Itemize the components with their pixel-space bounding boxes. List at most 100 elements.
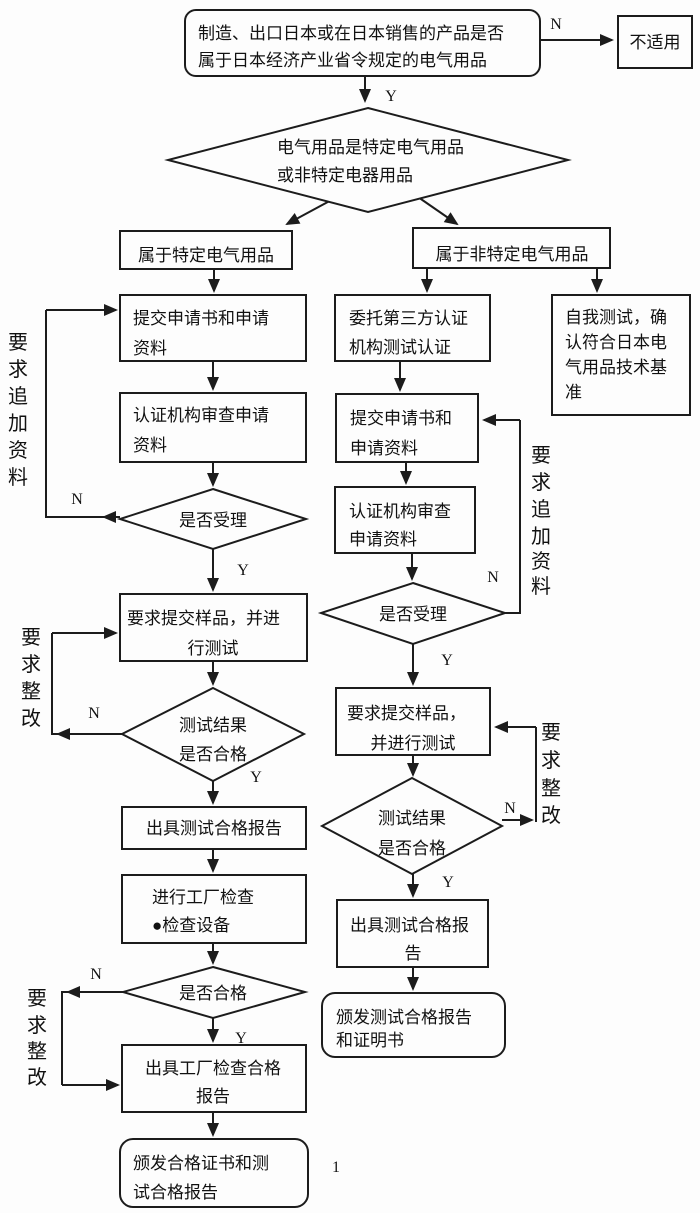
label-y-start: Y [385,88,397,105]
m-test-result-decision [319,776,505,876]
l-accepted-label: 是否受理 [179,511,247,530]
specified-node [119,230,293,270]
m-review-node [334,486,476,554]
m-sample-line2: 并进行测试 [371,734,456,753]
label-request-more-left-char2: 求 [8,358,28,381]
l-sample-line1: 要求提交样品，并进 [127,609,280,628]
label-request-more-left: 要 求 追 加 资 料 [8,332,28,489]
label-rectify-left2-char3: 整 [27,1040,47,1063]
label-request-more-right-char4: 加 [531,525,551,548]
label-n-m-accepted: N [487,569,499,586]
r-self-test-line1: 自我测试，确 [565,308,667,327]
m-test-report-line1: 出具测试合格报 [350,916,469,935]
label-y-l-accepted: Y [237,562,249,579]
not-applicable-label: 不适用 [630,33,681,52]
label-rectify-left1-char3: 整 [21,680,41,703]
l-factory-report-line1: 出具工厂检查合格 [145,1059,281,1078]
l-submit-line2: 资料 [133,339,167,358]
connectors [45,34,614,1137]
label-request-more-left-char3: 追 [8,385,28,408]
l-factory-check-node [121,874,307,944]
label-y-l-test-result: Y [250,769,262,786]
label-rectify-right-char2: 求 [541,749,561,772]
label-y-l-factory-pass: Y [235,1030,247,1047]
l-factory-report-line2: 报告 [196,1087,230,1106]
feedback-left-rectify2-line [61,991,123,1085]
label-n-l-accepted: N [71,491,83,508]
decision-product-type-line2: 或非特定电器用品 [277,166,413,185]
m-delegate-node [334,294,491,362]
branch-labels: N Y N Y N Y N Y N Y N Y [71,16,562,1047]
label-rectify-right-char3: 整 [541,777,561,800]
label-rectify-left-1: 要 求 整 改 [21,627,41,730]
l-test-result-line1: 测试结果 [179,716,247,735]
label-rectify-left1-char4: 改 [21,707,41,730]
m-delegate-line1: 委托第三方认证 [349,309,468,328]
decision-product-type-line1: 电气用品是特定电气用品 [277,138,464,157]
label-rectify-left1-char1: 要 [21,627,41,649]
label-rectify-left2-char1: 要 [27,988,47,1010]
m-test-result-line1: 测试结果 [378,809,446,828]
m-issue-cert-node [321,992,506,1058]
r-self-test-line4: 准 [565,383,582,402]
m-delegate-line2: 机构测试认证 [349,338,451,357]
non-specified-node [412,227,611,269]
label-request-more-left-char4: 加 [8,412,28,435]
label-y-m-accepted: Y [441,652,453,669]
m-issue-cert-line1: 颁发测试合格报告 [336,1008,472,1027]
feedback-left-rectify1-arrowhead [56,728,70,740]
l-factory-report-node [121,1044,307,1113]
m-sample-node [335,687,491,756]
decision-product-type [164,106,572,214]
l-review-line2: 资料 [133,436,167,455]
specified-label: 属于特定电气用品 [138,246,274,265]
label-rectify-right-char1: 要 [541,722,561,744]
label-request-more-left-char6: 料 [8,466,28,489]
l-issue-cert-line2: 试合格报告 [133,1183,218,1202]
page-number: 1 [332,1159,340,1176]
l-issue-cert-node [119,1138,309,1208]
r-self-test-line2: 认符合日本电 [565,333,667,352]
l-submit-node [119,294,307,362]
non-specified-label: 属于非特定电气用品 [436,245,589,264]
label-request-more-left-char5: 资 [8,439,28,462]
l-test-result-decision [119,686,307,783]
m-review-line2: 申请资料 [349,530,417,549]
l-sample-node [119,593,308,662]
side-labels: 要 求 追 加 资 料 要 求 整 改 要 求 整 改 要 求 追 加 资 料 [8,332,561,1089]
feedback-left-request-more-line [45,310,120,518]
feedback-left-request-more-arrowhead [102,511,116,523]
start-node-line2: 属于日本经济产业省令规定的电气用品 [198,51,487,70]
l-factory-pass-label: 是否合格 [179,984,247,1003]
label-rectify-left2-char2: 求 [27,1014,47,1037]
label-n-l-factory-pass: N [90,966,102,983]
l-factory-check-line1: 进行工厂检查 [152,888,254,907]
start-node-line1: 制造、出口日本或在日本销售的产品是否 [198,24,504,43]
l-test-report-node [121,806,307,850]
label-n-start: N [550,16,562,33]
label-request-more-left-char1: 要 [8,332,28,354]
m-submit-node [335,393,479,463]
m-submit-line1: 提交申请书和 [350,409,452,428]
label-rectify-left-2: 要 求 整 改 [27,988,47,1089]
m-issue-cert-line2: 和证明书 [336,1031,404,1050]
m-test-result-line2: 是否合格 [378,839,446,858]
l-issue-cert-line1: 颁发合格证书和测 [133,1154,269,1173]
m-sample-line1: 要求提交样品， [347,704,466,723]
m-test-report-line2: 告 [405,944,422,963]
r-self-test-line3: 气用品技术基 [565,358,667,377]
feedback-left-rectify1-line [51,633,122,735]
l-test-result-line2: 是否合格 [179,745,247,764]
arrow-decision-to-non-specified [417,196,459,226]
l-accepted-decision [116,487,310,551]
l-submit-line1: 提交申请书和申请 [133,309,269,328]
label-n-m-test-result: N [504,800,516,817]
m-accepted-decision [317,581,509,646]
label-rectify-left1-char2: 求 [21,653,41,676]
not-applicable-node [617,15,693,69]
nodes: 制造、出口日本或在日本销售的产品是否 属于日本经济产业省令规定的电气用品 不适用… [116,9,693,1208]
l-factory-check-line2: ●检查设备 [152,916,230,935]
m-review-line1: 认证机构审查 [349,502,451,521]
